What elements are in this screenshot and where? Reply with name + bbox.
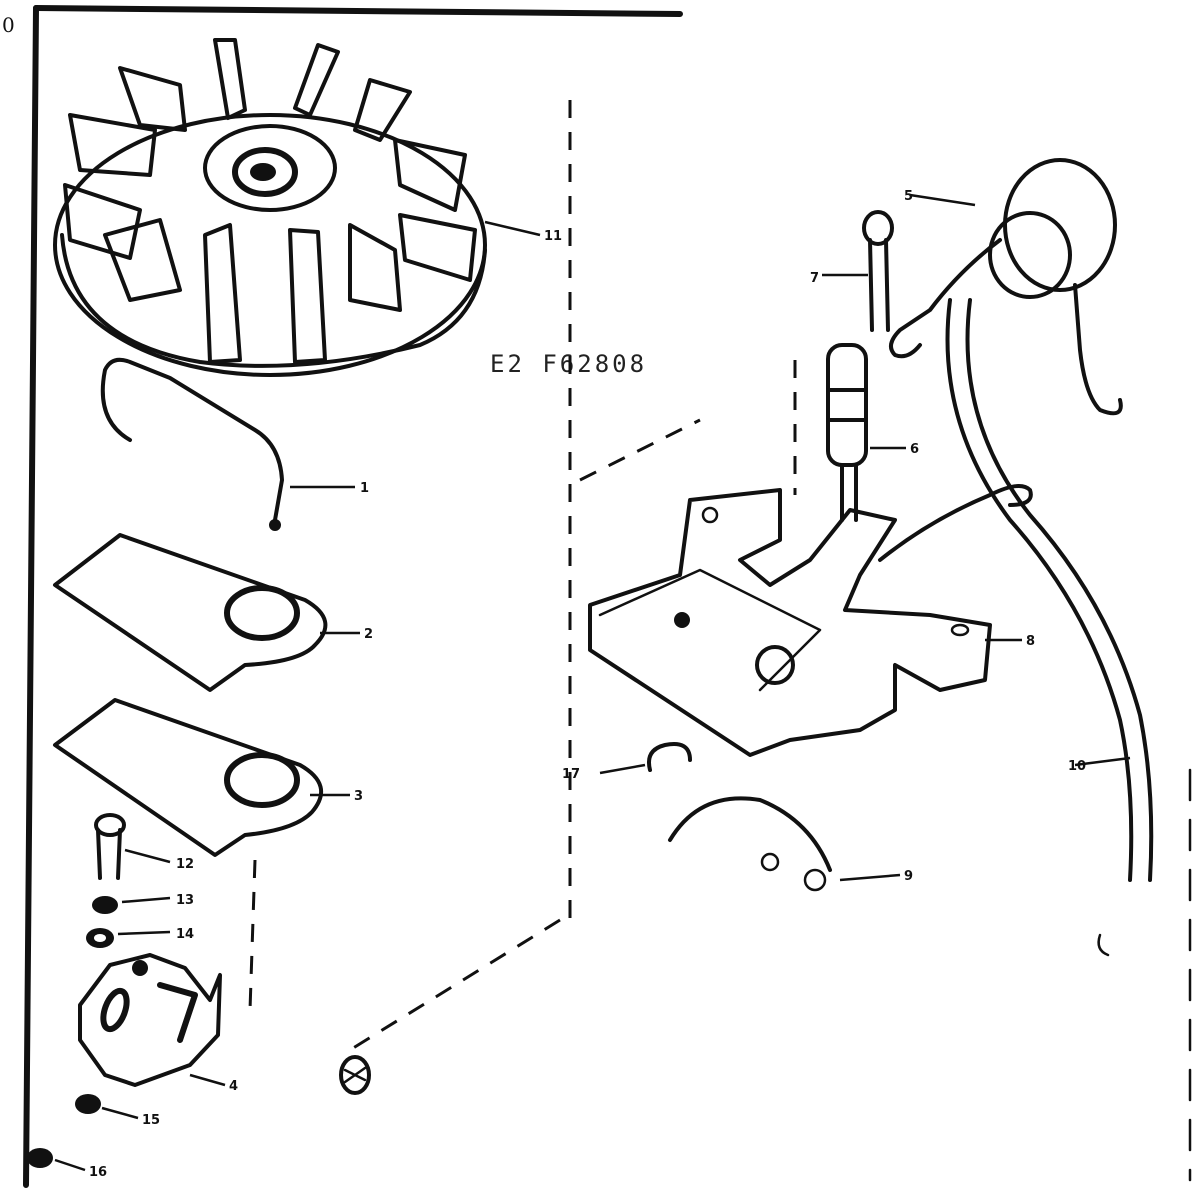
callout-gasket-upper: 2 [364,627,373,642]
gasket-upper [53,533,328,692]
breaker-plate [588,484,1033,757]
condenser [889,158,1123,416]
assembly-lines [248,100,797,1052]
corner-mark: 0 [2,13,15,37]
loose-nut [339,1055,371,1095]
spring-wire [668,796,832,892]
screw [94,813,126,880]
nut-small [75,1094,101,1114]
callout-nut-large: 16 [89,1165,107,1180]
post [826,343,868,522]
lockwasher [92,896,118,914]
callout-bolt: 7 [810,271,819,286]
callout-clip: 17 [562,767,580,782]
clip [647,742,692,772]
callout-spring: 1 [360,481,369,496]
nut-large [27,1148,53,1168]
drawing-code: E2 F62808 [490,350,647,378]
callout-spring-wire: 9 [904,869,913,884]
spring-part [100,357,284,531]
bracket-part [78,953,222,1087]
callout-lead-wire: 10 [1068,759,1086,774]
callout-condenser: 5 [904,189,913,204]
frame-lines [23,5,1192,1188]
callout-flywheel: 11 [544,229,562,244]
gasket-lower [53,698,323,857]
bolt [862,210,894,332]
flywheel-fan [53,38,487,377]
callout-screw: 12 [176,857,194,872]
callout-nut-small: 15 [142,1113,160,1128]
callout-gasket-lower: 3 [354,789,363,804]
callout-washer: 14 [176,927,194,942]
callout-breaker-plate: 8 [1026,634,1035,649]
washer [86,928,114,948]
lead-wire [945,298,1154,957]
callout-post: 6 [910,442,919,457]
callout-bracket: 4 [229,1079,238,1094]
callout-lockwasher: 13 [176,893,194,908]
